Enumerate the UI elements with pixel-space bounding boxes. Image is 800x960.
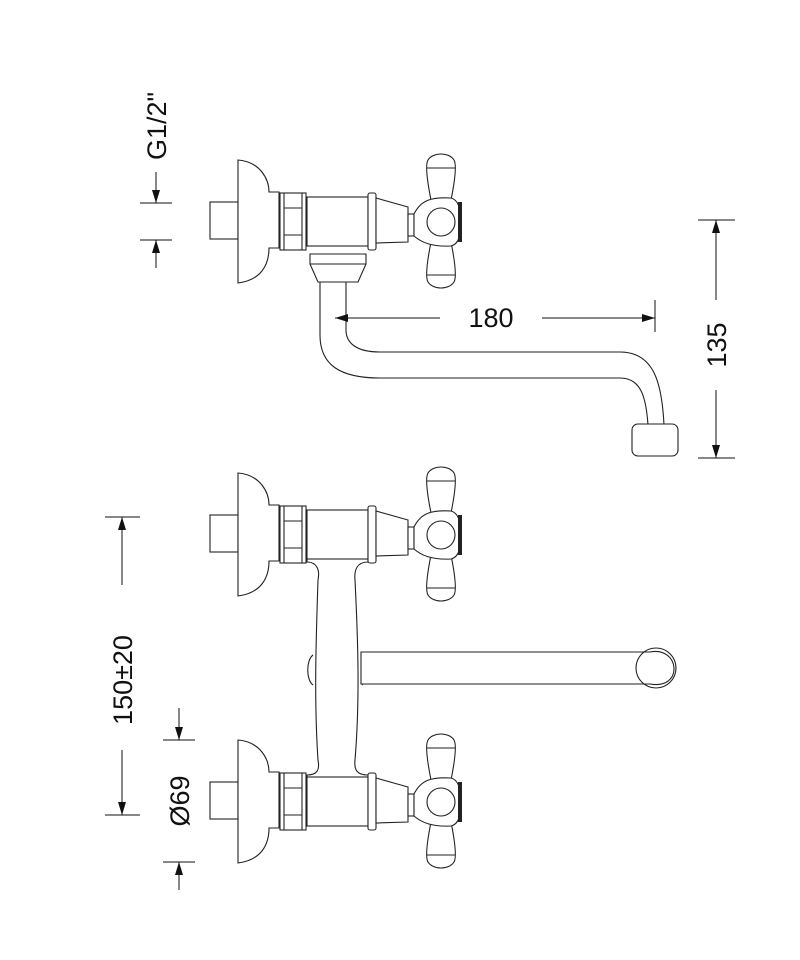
top-view-faucet [209, 153, 679, 457]
dimension-escutcheon: Ø69 [163, 708, 195, 890]
escutcheon-label: Ø69 [165, 775, 195, 826]
dimension-thread: G1/2" [140, 92, 172, 268]
thread-label: G1/2" [142, 92, 172, 160]
reach-label: 180 [468, 303, 513, 333]
center-distance-label: 150±20 [108, 635, 138, 725]
dimension-center-distance: 150±20 [105, 516, 140, 816]
fixed-spout [360, 650, 675, 686]
bridge-body [306, 556, 369, 779]
spout-nozzle [631, 423, 679, 457]
dimension-height: 135 [698, 219, 735, 459]
dimension-reach: 180 [335, 300, 656, 333]
spout-collar [309, 253, 367, 283]
height-label: 135 [702, 322, 732, 367]
front-view-faucet [209, 466, 677, 869]
